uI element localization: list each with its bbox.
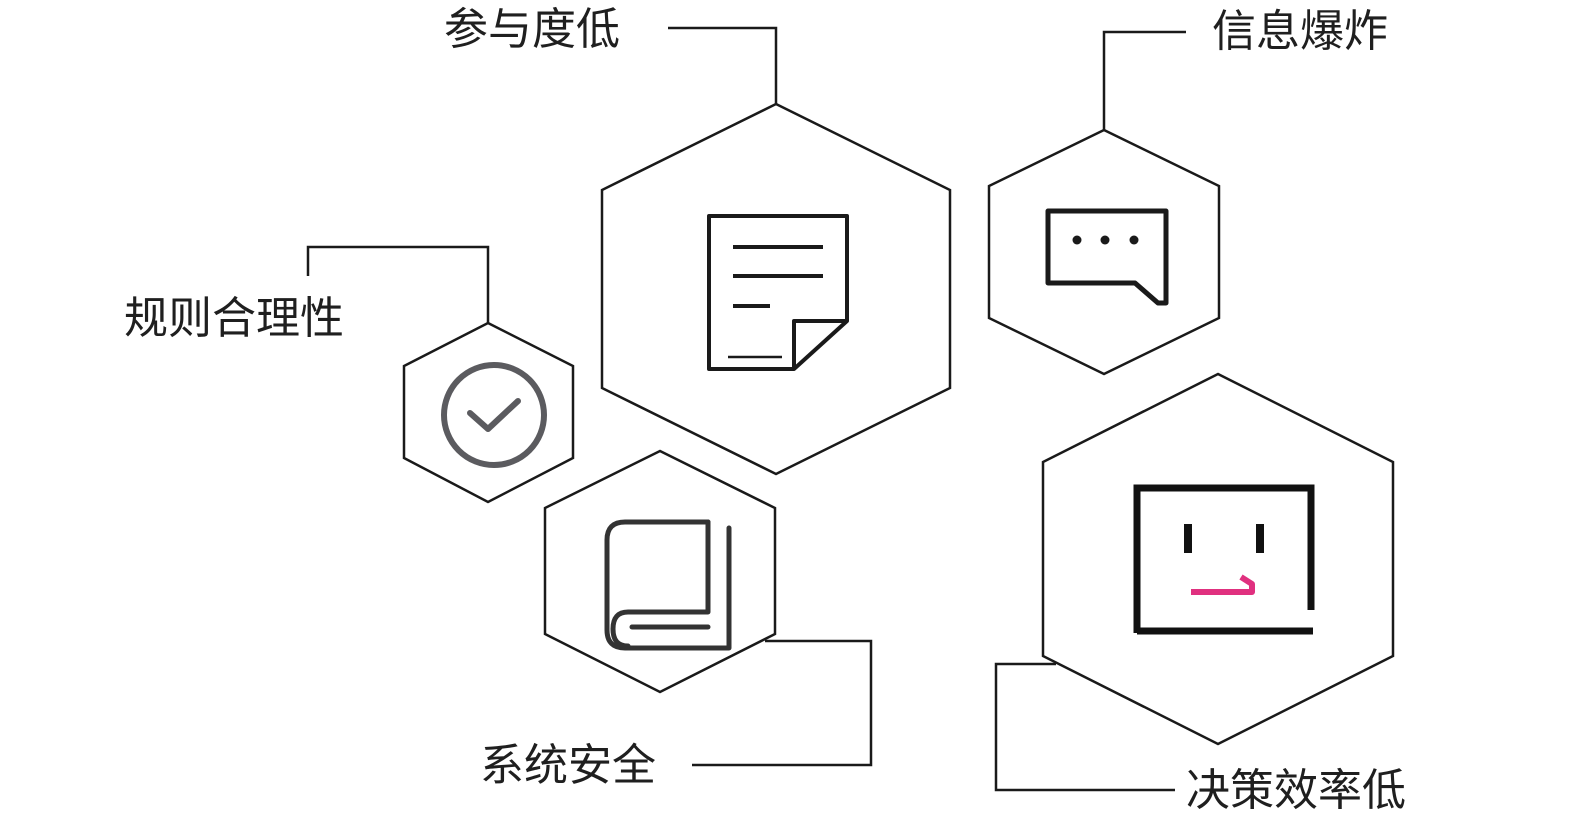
hexagon-rule-rationality <box>402 321 575 504</box>
label-decision-efficiency: 决策效率低 <box>1186 765 1406 816</box>
label-rule-rationality: 规则合理性 <box>124 293 344 344</box>
hexagon-participation <box>600 102 952 476</box>
leader-rule-rationality <box>306 245 490 323</box>
hexagon-system-security <box>543 449 777 694</box>
label-info-explosion: 信息爆炸 <box>1212 6 1388 57</box>
check-circle-icon <box>441 362 547 468</box>
leader-info-explosion <box>1102 30 1186 130</box>
book-icon <box>604 519 732 651</box>
chat-bubble-icon <box>1045 208 1169 306</box>
leader-decision-efficiency <box>994 662 1175 792</box>
leader-system-security <box>692 639 873 767</box>
hexagon-decision-efficiency <box>1041 372 1395 746</box>
label-system-security: 系统安全 <box>480 740 656 791</box>
leader-participation <box>668 26 778 104</box>
hexagon-info-explosion <box>987 128 1221 376</box>
label-participation: 参与度低 <box>444 4 620 55</box>
face-icon <box>1133 484 1315 635</box>
document-icon <box>707 214 849 371</box>
